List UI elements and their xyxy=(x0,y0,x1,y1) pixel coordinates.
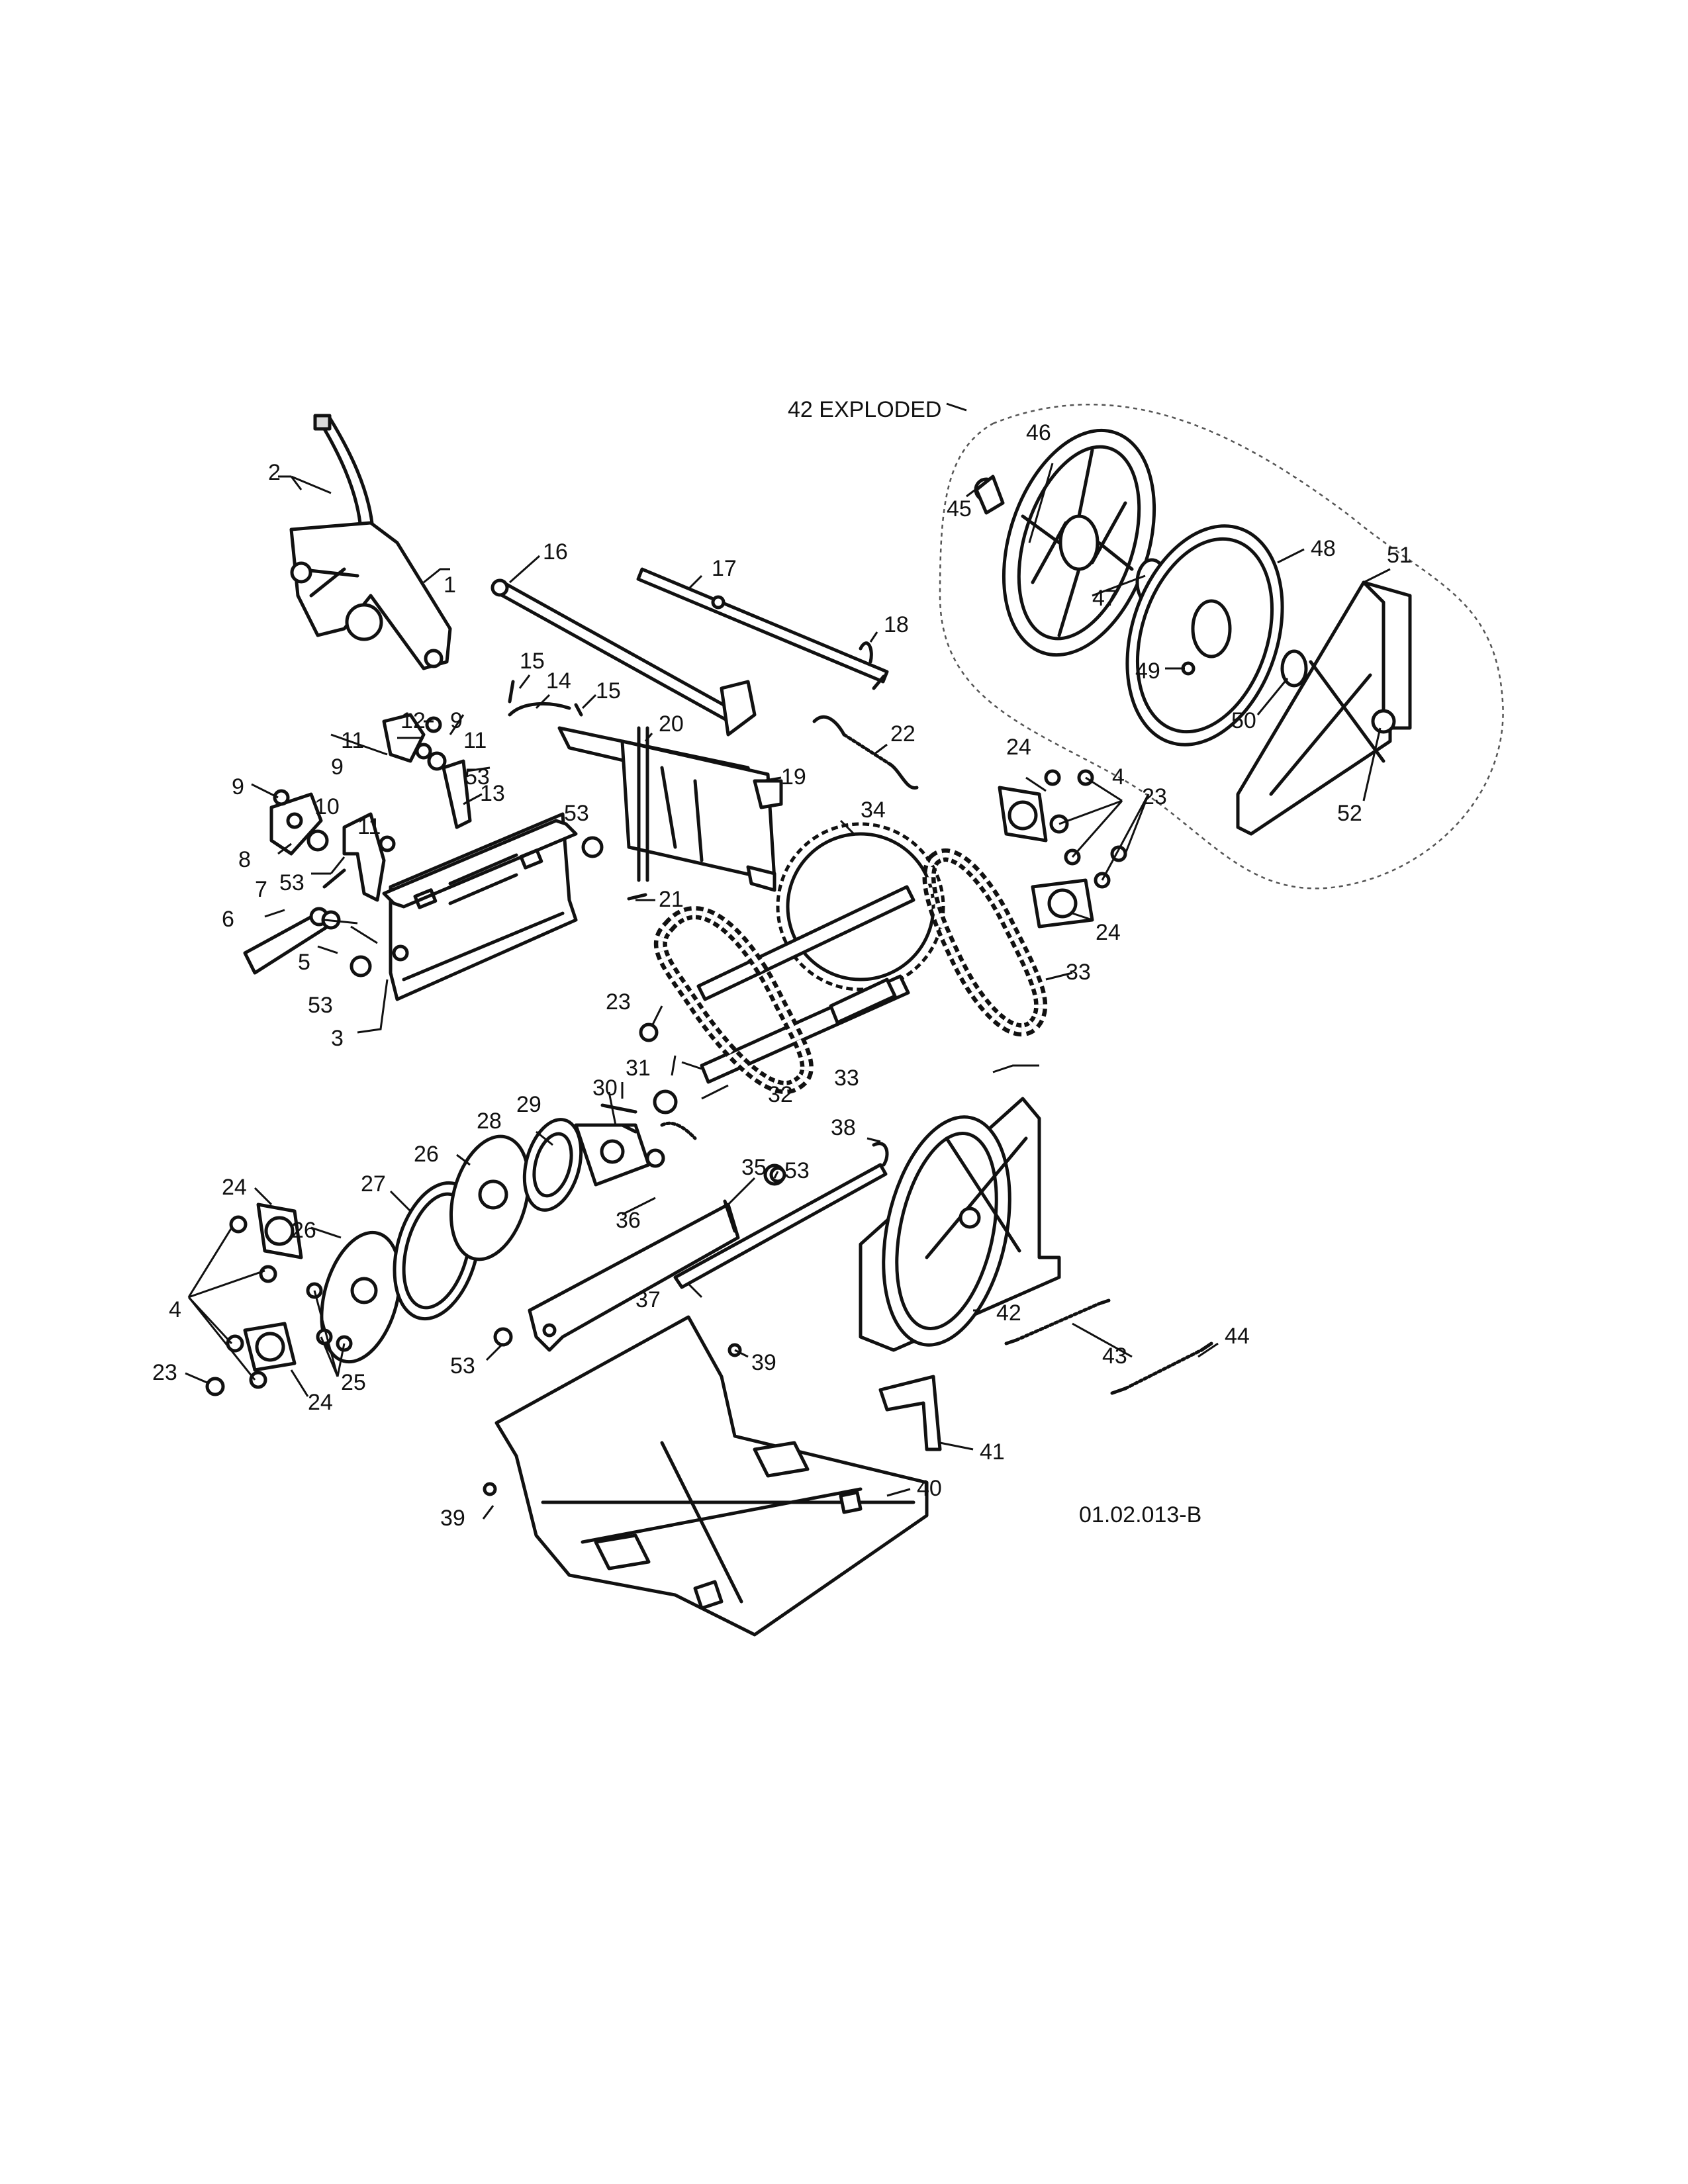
callout-53: 53 xyxy=(279,870,305,895)
leader-lines xyxy=(185,402,1391,1520)
callout-26: 26 xyxy=(414,1142,439,1167)
callout-2: 2 xyxy=(268,460,281,485)
callout-24: 24 xyxy=(308,1390,333,1415)
drive-chains xyxy=(653,848,1048,1094)
callout-37: 37 xyxy=(635,1287,661,1312)
callout-9: 9 xyxy=(450,708,463,733)
callout-4: 4 xyxy=(169,1297,181,1322)
callout-41: 41 xyxy=(980,1439,1005,1465)
callout-42: 42 xyxy=(996,1300,1021,1326)
callout-33: 33 xyxy=(834,1066,859,1091)
shift-bracket xyxy=(557,726,783,901)
shaft-32 xyxy=(696,885,915,1084)
mounting-plate xyxy=(382,812,578,1001)
shift-lever-assembly xyxy=(289,414,452,670)
callout-19: 19 xyxy=(781,764,806,790)
callout-numbers: 1 2 3 4 4 5 6 7 8 9 9 9 10 11 11 11 12 1… xyxy=(152,420,1412,1531)
callout-50: 50 xyxy=(1231,708,1256,733)
small-hardware xyxy=(483,1023,889,1496)
callout-23: 23 xyxy=(606,989,631,1015)
callout-53: 53 xyxy=(564,801,589,826)
callout-23: 23 xyxy=(1142,784,1167,809)
callout-44: 44 xyxy=(1225,1324,1250,1349)
callout-46: 46 xyxy=(1026,420,1051,445)
callout-21: 21 xyxy=(659,887,684,912)
callout-4: 4 xyxy=(1112,764,1125,790)
lower-cover-40 xyxy=(494,1315,929,1637)
callout-25: 25 xyxy=(341,1370,366,1395)
spring-22 xyxy=(812,715,919,790)
callout-11: 11 xyxy=(463,728,487,753)
callout-49: 49 xyxy=(1135,659,1160,684)
callout-35: 35 xyxy=(741,1155,767,1180)
callout-52: 52 xyxy=(1337,801,1362,826)
callout-29: 29 xyxy=(516,1092,541,1117)
callout-14: 14 xyxy=(546,668,571,694)
drawing-number: 01.02.013-B xyxy=(1079,1502,1201,1527)
exploded-view-boundary xyxy=(939,404,1504,889)
callout-16: 16 xyxy=(543,539,568,565)
callout-40: 40 xyxy=(917,1476,942,1501)
callout-9: 9 xyxy=(232,774,244,799)
callout-20: 20 xyxy=(659,711,684,737)
callout-30: 30 xyxy=(592,1075,618,1101)
bracket-41 xyxy=(878,1375,942,1451)
callout-7: 7 xyxy=(255,877,267,902)
callout-24: 24 xyxy=(1096,920,1121,945)
callout-9: 9 xyxy=(331,754,344,780)
wheel-housing-42 xyxy=(859,1097,1061,1352)
callout-39: 39 xyxy=(440,1506,465,1531)
linkage-brackets xyxy=(243,713,604,978)
sprocket-34 xyxy=(776,822,945,991)
callout-3: 3 xyxy=(331,1026,344,1051)
callout-22: 22 xyxy=(890,721,915,747)
callout-28: 28 xyxy=(477,1109,502,1134)
callout-23: 23 xyxy=(152,1360,177,1385)
callout-45: 45 xyxy=(947,496,972,522)
callout-36: 36 xyxy=(616,1208,641,1233)
callout-38: 38 xyxy=(831,1115,856,1140)
callout-53: 53 xyxy=(308,993,333,1018)
callout-5: 5 xyxy=(298,950,310,975)
callout-47: 47 xyxy=(1092,586,1117,611)
callout-33: 33 xyxy=(1066,960,1091,985)
callout-34: 34 xyxy=(861,797,886,823)
callout-13: 13 xyxy=(480,781,505,806)
exploded-view-label: 42 EXPLODED xyxy=(788,397,941,422)
callout-43: 43 xyxy=(1102,1343,1127,1369)
callout-1: 1 xyxy=(444,572,456,598)
bracket-35-rod-37 xyxy=(528,1163,888,1352)
callout-10: 10 xyxy=(314,794,340,819)
control-rods xyxy=(491,567,889,737)
wheel-assembly-exploded xyxy=(974,428,1412,836)
callout-51: 51 xyxy=(1387,543,1412,568)
callout-12: 12 xyxy=(400,708,426,733)
callout-24: 24 xyxy=(1006,735,1031,760)
callout-18: 18 xyxy=(884,612,909,637)
callout-26: 26 xyxy=(291,1218,316,1243)
callout-15: 15 xyxy=(596,678,621,704)
callout-53: 53 xyxy=(465,764,490,790)
springs-43-44 xyxy=(1004,1298,1213,1395)
callout-32: 32 xyxy=(768,1082,793,1107)
callout-6: 6 xyxy=(222,907,234,932)
bearing-flanges-upper xyxy=(998,769,1127,929)
callout-53: 53 xyxy=(450,1353,475,1379)
friction-wheel-group xyxy=(205,1089,697,1396)
callout-11: 11 xyxy=(341,728,364,753)
callout-31: 31 xyxy=(626,1056,651,1081)
callout-53: 53 xyxy=(784,1158,810,1183)
callout-11: 11 xyxy=(357,814,381,839)
callout-24: 24 xyxy=(222,1175,247,1200)
callout-17: 17 xyxy=(712,556,737,581)
callout-15: 15 xyxy=(520,649,545,674)
callout-8: 8 xyxy=(238,847,251,872)
callout-27: 27 xyxy=(361,1171,386,1197)
callout-48: 48 xyxy=(1311,536,1336,561)
callout-39: 39 xyxy=(751,1350,776,1375)
